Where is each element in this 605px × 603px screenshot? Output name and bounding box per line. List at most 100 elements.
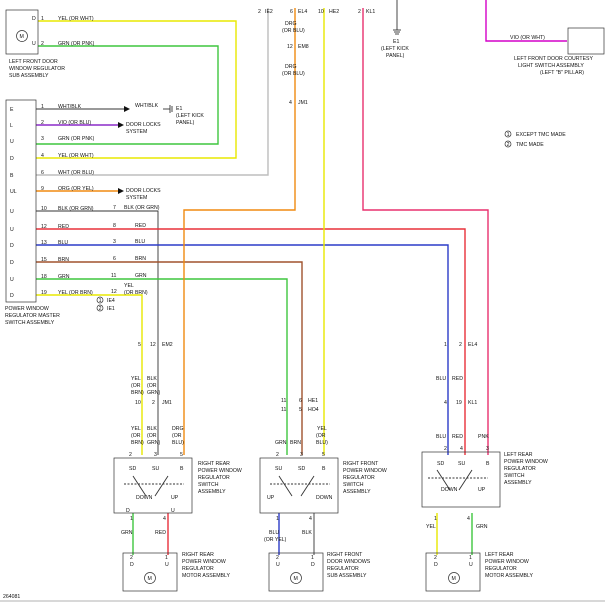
tl-pin-2: 2 xyxy=(41,41,44,47)
rf-motor-label-1: DOOR WINDOWS xyxy=(327,559,371,565)
rf-label-3: SWITCH xyxy=(343,482,364,488)
ground-e1-left xyxy=(163,105,173,113)
rr-pb-1: 2 xyxy=(152,400,155,406)
master-row-pin: 1 xyxy=(41,104,44,110)
master-conn-2: IE1 xyxy=(107,306,115,312)
e1-top-line-2: PANEL) xyxy=(386,53,405,59)
rf-motor-icon xyxy=(290,572,302,584)
lr-mid-pin-0: 4 xyxy=(444,400,447,406)
lr-out-wire-0: YEL xyxy=(426,524,436,530)
rf-conn2-0: 11 xyxy=(281,407,286,413)
master-row-wire: YEL (OR BRN) xyxy=(58,290,93,296)
rc-wire-6b: (OR BRN) xyxy=(124,290,148,296)
rr-label-1: POWER WINDOW xyxy=(198,468,242,474)
wire-wht xyxy=(36,8,269,176)
master-row-wire: YEL (OR WHT) xyxy=(58,153,94,159)
rr-sw-lbl-2: B xyxy=(180,466,184,472)
wire-blu xyxy=(36,244,449,455)
rr-wc-0: YEL xyxy=(131,426,141,432)
legend-text-2: TMC MADE xyxy=(516,142,544,148)
drg-mid-alt: (OR BLU) xyxy=(282,71,305,77)
arrow-wht-blk xyxy=(124,106,130,112)
rr-wb-0: BLK xyxy=(147,376,157,382)
lr-motor-pin-1: 1 xyxy=(469,555,472,561)
rf-motor-letter: M xyxy=(294,576,298,582)
rf-down: DOWN xyxy=(316,495,333,501)
lr-label-4: ASSEMBLY xyxy=(504,480,532,486)
legend-circle-2 xyxy=(504,140,512,148)
master-row-wire: BLU xyxy=(58,240,68,246)
rr-wd-1: (OR xyxy=(147,433,157,439)
master-label-1: POWER WINDOW xyxy=(5,306,49,312)
wht-blk-right: WHT/BLK xyxy=(135,103,159,109)
rf-wc-2: BLU) xyxy=(316,440,328,446)
drg-top-alt: (OR BLU) xyxy=(282,28,305,34)
master-row-pin: 13 xyxy=(41,240,47,246)
rr-motor-label-2: REGULATOR xyxy=(182,566,214,572)
master-row-side: UL xyxy=(10,189,17,195)
lr-switch-contacts xyxy=(428,469,488,491)
el4: EL4 xyxy=(298,9,307,15)
rr-motor-pin-1: 1 xyxy=(165,555,168,561)
rf-sw-lbl-0: SU xyxy=(275,466,282,472)
rr-label-2: REGULATOR xyxy=(198,475,230,481)
lr-switch-box xyxy=(421,451,501,508)
e1-name: E1 xyxy=(176,106,182,112)
rr-out-pin-0: 1 xyxy=(130,516,133,522)
rr-out-wire-0: GRN xyxy=(121,530,133,536)
rc-wire-3: BLU xyxy=(135,239,145,245)
tl-wire-bottom: GRN (OR PNK) xyxy=(58,41,95,47)
rc-pin-2: 8 xyxy=(113,223,116,229)
rr-motor-letter: M xyxy=(148,576,152,582)
rr-motor-icon xyxy=(144,572,156,584)
lr-sw-lbl-1: SU xyxy=(458,461,465,467)
rf-conn2-1: 5 xyxy=(299,407,302,413)
ie2-pin: 2 xyxy=(258,9,261,15)
em8-pin: 12 xyxy=(287,44,293,50)
master-row-pin: 15 xyxy=(41,257,47,263)
rr-motor-side-1: U xyxy=(165,562,169,568)
rf-motor-pin-0: 2 xyxy=(276,555,279,561)
master-row-side: D xyxy=(10,156,14,162)
master-row-pin: 9 xyxy=(41,186,44,192)
wire-pnk xyxy=(362,8,489,455)
lr-label-3: SWITCH xyxy=(504,473,525,479)
rf-motor-side-1: D xyxy=(311,562,315,568)
courtesy-switch-box xyxy=(567,27,605,55)
master-label-2: REGULATOR MASTER xyxy=(5,313,60,319)
rf-motor-box xyxy=(268,552,324,592)
rr-sw-lbl-0: SD xyxy=(129,466,136,472)
master-row-pin: 18 xyxy=(41,274,47,280)
rc-wire-6: YEL xyxy=(124,283,134,289)
master-row-side: U xyxy=(10,277,14,283)
lr-out-pin-1: 4 xyxy=(467,516,470,522)
left-front-motor-box xyxy=(5,9,39,55)
lr-motor-label-1: POWER WINDOW xyxy=(485,559,529,565)
wire-yel-low xyxy=(36,294,143,455)
lr-down: DOWN xyxy=(441,487,458,493)
rr-down: DOWN xyxy=(136,495,153,501)
lr-out-wire-1: GRN xyxy=(476,524,488,530)
lr-motor-icon xyxy=(448,572,460,584)
rr-wa-1: (OR xyxy=(131,383,141,389)
master-row-side: D xyxy=(10,293,14,299)
master-row-side: E xyxy=(10,107,14,113)
lr-mid-pin-2: KL1 xyxy=(468,400,477,406)
rr-top-conn: EM2 xyxy=(162,342,173,348)
tl-wire-top: YEL (OR WHT) xyxy=(58,16,94,22)
rf-sw-lbl-1: SD xyxy=(298,466,305,472)
rf-motor-label-2: REGULATOR xyxy=(327,566,359,572)
lr-wb-1: RED xyxy=(452,434,463,440)
wires xyxy=(36,0,567,555)
rf-wc-1: (OR xyxy=(316,433,326,439)
legend-text-1: EXCEPT TMC MADE xyxy=(516,132,566,138)
master-row-side: B xyxy=(10,173,14,179)
rf-wt-1: BRN xyxy=(290,440,301,446)
rr-top-pin-b: 12 xyxy=(150,342,156,348)
master-switch-box xyxy=(5,99,37,303)
courtesy-label-1: LEFT FRONT DOOR COURTESY xyxy=(514,56,594,62)
rf-switch-contacts xyxy=(270,475,330,497)
rf-out-pin-1: 4 xyxy=(309,516,312,522)
